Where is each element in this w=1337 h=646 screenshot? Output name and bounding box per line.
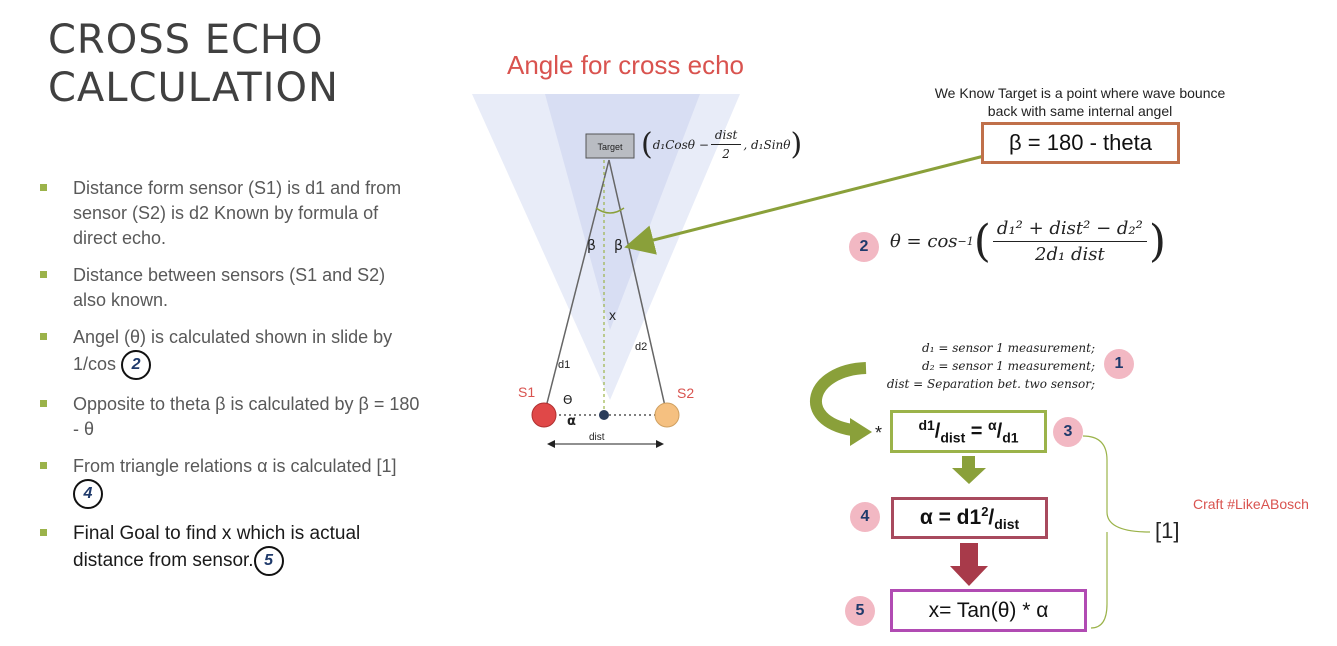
beta-formula-box: β = 180 - theta bbox=[981, 122, 1180, 164]
star-marker: * bbox=[875, 423, 883, 443]
badge-1: 1 bbox=[1104, 349, 1134, 379]
s2-label: S2 bbox=[677, 385, 694, 401]
curved-flow-arrowhead bbox=[850, 418, 872, 446]
def-d2: d₂ = sensor 1 measurement; bbox=[922, 359, 1095, 373]
theta-fraction: d₁² + dist² − d₂² 2d₁ dist bbox=[992, 218, 1147, 265]
theta-exp: −1 bbox=[957, 235, 974, 248]
badge-5: 5 bbox=[845, 596, 875, 626]
bullet-item: Final Goal to find x which is actual dis… bbox=[40, 521, 420, 576]
alpha-sub: dist bbox=[994, 516, 1020, 533]
badge-3: 3 bbox=[1053, 417, 1083, 447]
step-4-marker: 4 bbox=[73, 479, 103, 509]
theta-close-paren: ) bbox=[1148, 215, 1167, 267]
bullet-text: From triangle relations α is calculated … bbox=[73, 456, 397, 476]
d2-label: d2 bbox=[635, 341, 647, 353]
beta-left-label: β bbox=[587, 238, 596, 254]
bullet-text: Final Goal to find x which is actual dis… bbox=[73, 523, 361, 572]
bracket-1 bbox=[1082, 435, 1151, 629]
bullet-item: Distance between sensors (S1 and S2) als… bbox=[40, 263, 420, 313]
theta-label: ϴ bbox=[563, 393, 572, 407]
variable-definitions: d₁ = sensor 1 measurement; d₂ = sensor 1… bbox=[880, 339, 1095, 393]
curved-flow-arrow bbox=[810, 362, 867, 436]
coord-part-2: , d₁Sinθ bbox=[743, 137, 791, 152]
coord-frac-den: 2 bbox=[722, 147, 730, 161]
target-box bbox=[585, 133, 635, 159]
target-coordinate-formula: ( d₁Cosθ − dist 2 , d₁Sinθ ) bbox=[641, 128, 802, 161]
target-label: Target bbox=[597, 142, 623, 152]
bullet-text: Opposite to theta β is calculated by β =… bbox=[73, 394, 420, 439]
sensor-s1 bbox=[531, 402, 557, 428]
title-line-1: CROSS ECHO bbox=[48, 17, 324, 63]
step-5-marker: 5 bbox=[253, 546, 284, 576]
sensor-s2 bbox=[654, 402, 680, 428]
ratio-slash-2: / bbox=[996, 420, 1003, 443]
title-line-2: CALCULATION bbox=[48, 65, 339, 111]
page-title: CROSS ECHO CALCULATION bbox=[48, 16, 339, 112]
s1-label: S1 bbox=[518, 384, 535, 400]
badge-4: 4 bbox=[850, 502, 880, 532]
x-label: x bbox=[609, 307, 616, 323]
beam-cone-inner bbox=[545, 94, 700, 330]
down-arrow-green bbox=[952, 456, 986, 484]
theta-denominator: 2d₁ dist bbox=[1035, 244, 1105, 265]
bullet-list: Distance form sensor (S1) is d1 and from… bbox=[40, 176, 420, 588]
diagram-title: Angle for cross echo bbox=[507, 50, 745, 80]
dist-label: dist bbox=[589, 432, 605, 443]
ratio-a: d1 bbox=[918, 417, 935, 434]
coord-open-paren: ( bbox=[641, 126, 653, 162]
badge-2: 2 bbox=[849, 232, 879, 262]
d2-path bbox=[608, 159, 668, 416]
beta-pointer-arrow bbox=[624, 153, 989, 255]
bullet-text: Angel (θ) is calculated shown in slide b… bbox=[73, 327, 393, 374]
coord-frac-num: dist bbox=[710, 128, 742, 145]
bullet-item: Opposite to theta β is calculated by β =… bbox=[40, 392, 420, 442]
down-arrow-red bbox=[950, 543, 988, 586]
x-formula-box: x= Tan(θ) * α bbox=[890, 589, 1087, 632]
craft-tagline: Craft #LikeABosch bbox=[1193, 496, 1309, 512]
alpha-lhs: α = d1 bbox=[919, 505, 982, 529]
theta-open-paren: ( bbox=[973, 215, 991, 267]
ratio-formula-box: d1/dist = α/d1 bbox=[890, 410, 1047, 453]
bullet-text: Distance between sensors (S1 and S2) als… bbox=[73, 265, 386, 310]
alpha-formula-box: α = d12/dist bbox=[891, 497, 1048, 539]
alpha-label: α bbox=[567, 414, 576, 429]
ratio-b: dist bbox=[940, 429, 966, 446]
beta-right-label: β bbox=[614, 238, 623, 254]
ratio-eq: = bbox=[965, 420, 989, 443]
def-d1: d₁ = sensor 1 measurement; bbox=[922, 341, 1095, 355]
coord-fraction: dist 2 bbox=[710, 128, 742, 161]
alpha-sup: 2 bbox=[981, 503, 989, 519]
coord-part-1: d₁Cosθ − bbox=[652, 137, 709, 152]
target-note: We Know Target is a point where wave bou… bbox=[934, 85, 1226, 119]
theta-lhs: θ = cos bbox=[890, 231, 958, 252]
d1-label: d1 bbox=[558, 359, 570, 371]
ratio-d: d1 bbox=[1002, 429, 1019, 446]
d1-path bbox=[543, 159, 610, 416]
alpha-slash: / bbox=[988, 505, 995, 529]
coord-close-paren: ) bbox=[790, 126, 803, 162]
beta-angle-arc bbox=[595, 207, 625, 214]
step-2-marker: 2 bbox=[121, 350, 152, 380]
ratio-c: α bbox=[988, 417, 997, 434]
bullet-item: From triangle relations α is calculated … bbox=[40, 454, 420, 509]
ratio-slash-1: / bbox=[934, 420, 941, 443]
bullet-text: Distance form sensor (S1) is d1 and from… bbox=[73, 178, 402, 248]
projection-point bbox=[599, 410, 609, 420]
bullet-item: Distance form sensor (S1) is d1 and from… bbox=[40, 176, 420, 251]
bullet-item: Angel (θ) is calculated shown in slide b… bbox=[40, 325, 420, 380]
bracket-label: [1] bbox=[1155, 518, 1180, 543]
theta-formula: θ = cos−1 ( d₁² + dist² − d₂² 2d₁ dist ) bbox=[890, 218, 1166, 265]
def-dist: dist = Separation bet. two sensor; bbox=[886, 377, 1095, 391]
theta-numerator: d₁² + dist² − d₂² bbox=[992, 218, 1147, 242]
